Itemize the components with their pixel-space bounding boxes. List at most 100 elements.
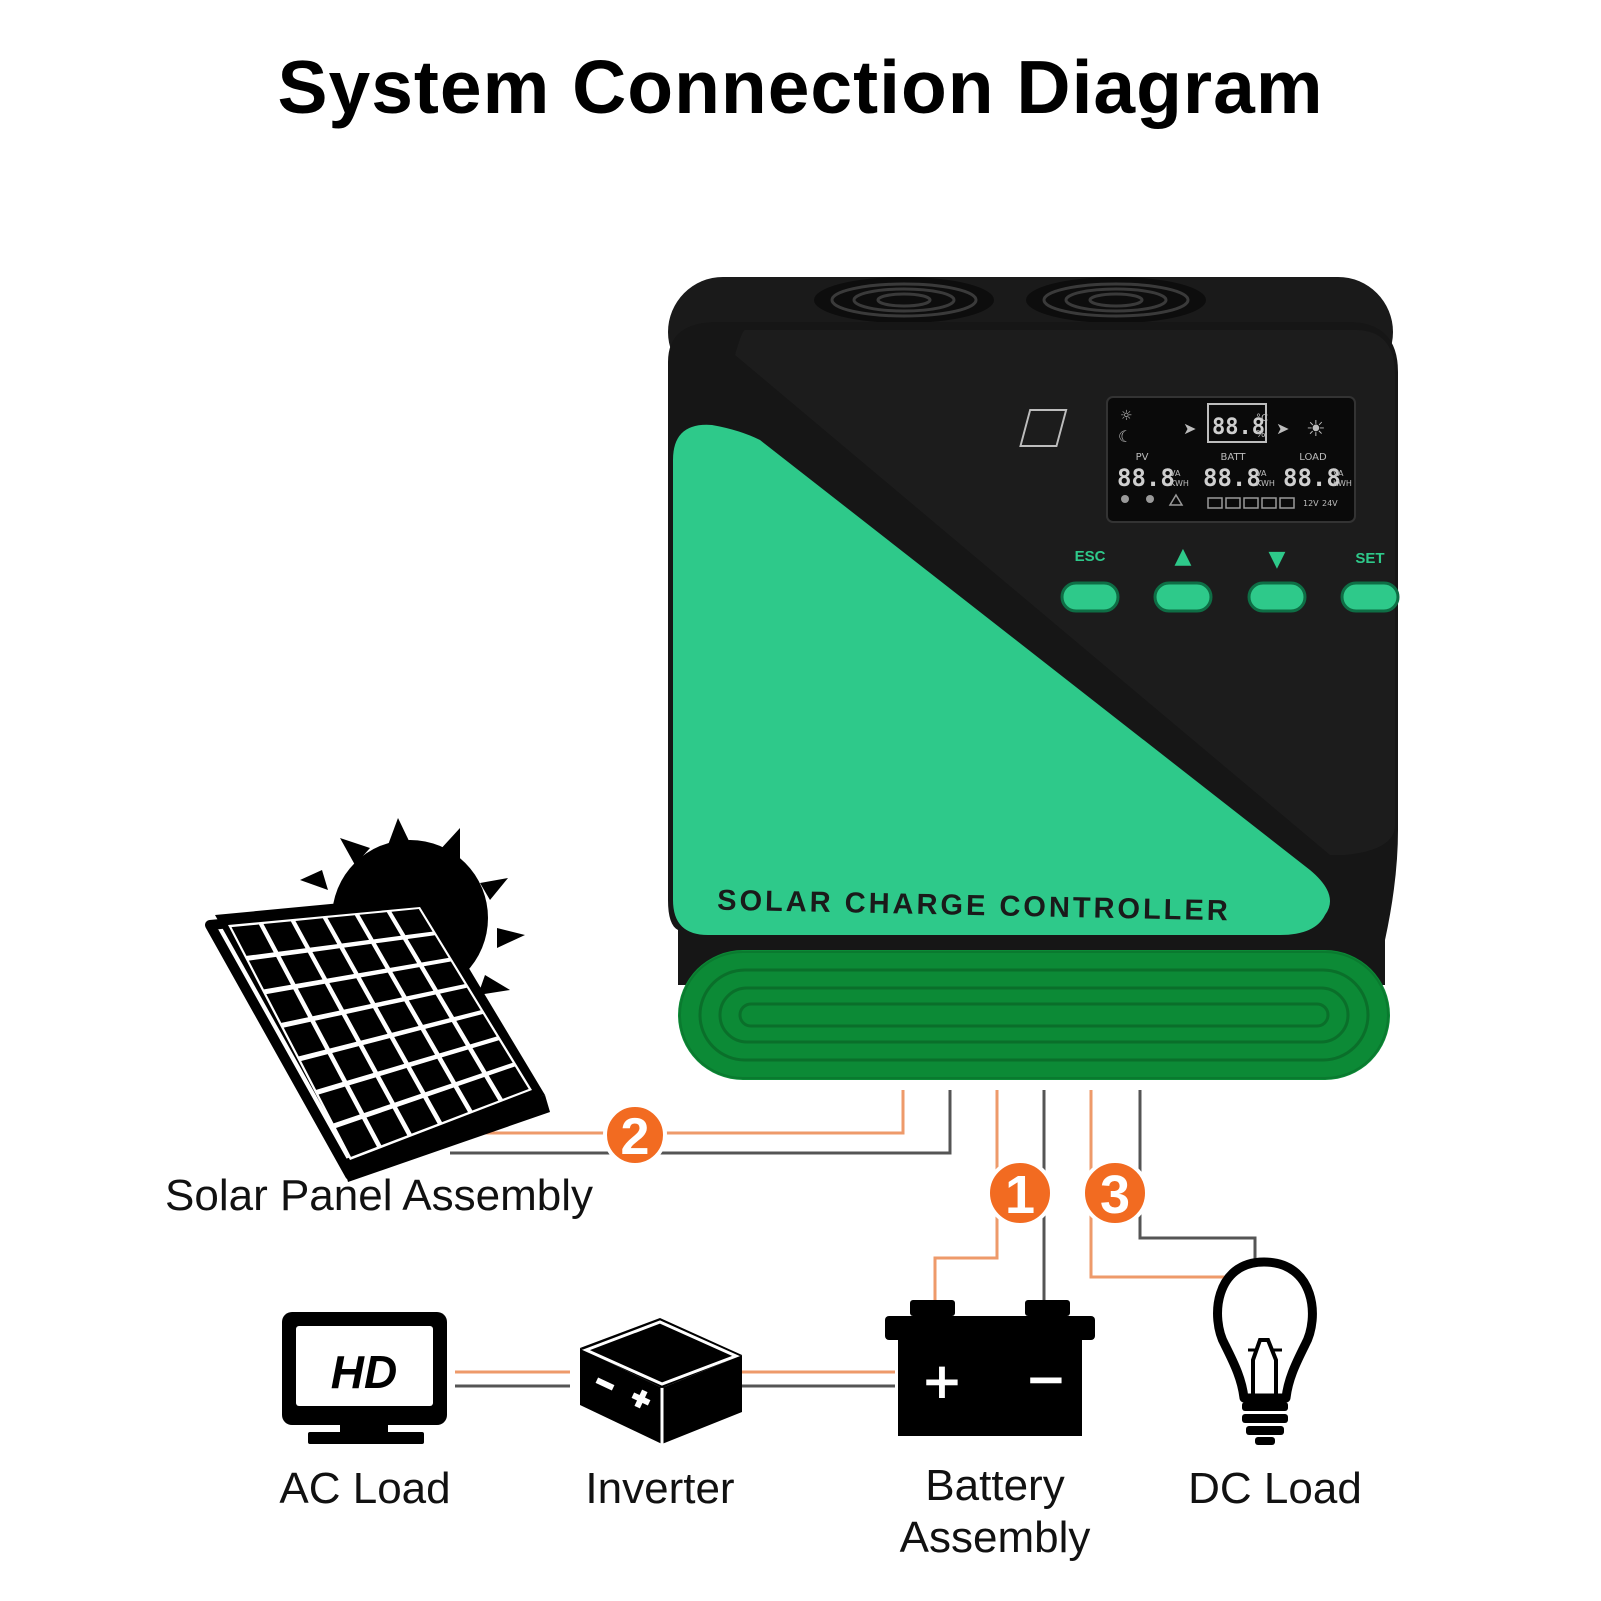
light-bulb-icon xyxy=(1213,1257,1317,1445)
solar-cell xyxy=(263,921,306,952)
lcd-unit-kwh: KWH xyxy=(1170,479,1189,488)
solar-cell xyxy=(366,1108,408,1146)
arrow-icon: ➤ xyxy=(1276,419,1289,438)
solar-cell xyxy=(375,939,418,968)
lcd-top-reading: 88.8 xyxy=(1212,415,1265,440)
lcd-unit-va: VA xyxy=(1333,469,1344,478)
lcd-battery-outline xyxy=(1207,403,1267,443)
diagram-title: System Connection Diagram xyxy=(277,45,1324,129)
solar-positive-wire xyxy=(450,1090,905,1135)
step-badge-3: 3 xyxy=(1081,1159,1149,1227)
load-positive-wire xyxy=(1089,1090,1237,1279)
inverter-icon xyxy=(580,1318,742,1444)
svg-text:1: 1 xyxy=(1005,1165,1035,1225)
solar-cell xyxy=(315,1014,357,1049)
solar-cell xyxy=(332,1046,374,1081)
solar-panel-label: Solar Panel Assembly xyxy=(165,1171,593,1220)
solar-cell xyxy=(377,1001,419,1033)
load-negative-wire xyxy=(1138,1090,1257,1265)
solar-cell xyxy=(408,994,450,1025)
solar-cell xyxy=(329,978,371,1010)
arrow-icon: ➤ xyxy=(1183,419,1196,438)
sun-icon: ☼ xyxy=(1120,408,1133,424)
solar-cell xyxy=(346,1008,388,1041)
lcd-unit-va: VA xyxy=(1256,469,1267,478)
solar-cell xyxy=(427,1087,468,1123)
lcd-unit-kwh: KWH xyxy=(1256,479,1275,488)
lcd-temp-unit: °C xyxy=(1256,413,1268,424)
solar-cell xyxy=(335,1119,377,1157)
step-badge-1: 1 xyxy=(986,1159,1054,1227)
bulb-icon: ☀ xyxy=(1306,417,1326,442)
set-button[interactable] xyxy=(1340,581,1400,613)
esc-button-label: ESC xyxy=(1075,548,1106,565)
solar-cell xyxy=(394,1030,436,1063)
solar-cell xyxy=(248,956,291,990)
battery-minus: − xyxy=(1025,1350,1067,1408)
solar-cell xyxy=(391,909,433,936)
cooling-fan-right xyxy=(1026,277,1206,323)
monitor-icon: HD xyxy=(282,1312,447,1444)
svg-text:2: 2 xyxy=(621,1108,650,1166)
solar-cell xyxy=(472,1040,513,1072)
down-button-label: ▼ xyxy=(1269,547,1286,572)
solar-cell xyxy=(363,1038,405,1072)
lcd-unit-kwh: KWH xyxy=(1333,479,1352,488)
set-button-label: SET xyxy=(1355,550,1384,567)
ac-load-label: AC Load xyxy=(279,1464,451,1513)
solar-cell xyxy=(359,912,401,940)
solar-cell xyxy=(456,1013,497,1045)
battery-icon: + − xyxy=(885,1300,1095,1436)
step-badge-2: 2 xyxy=(603,1103,667,1167)
solar-panel-icon xyxy=(205,818,550,1182)
dc-load-label: DC Load xyxy=(1188,1464,1362,1513)
solar-cell xyxy=(380,1068,421,1103)
battery-plus: + xyxy=(921,1352,963,1410)
wires xyxy=(450,1090,1257,1388)
solar-cell xyxy=(266,989,309,1023)
solar-cell xyxy=(318,1086,360,1124)
solar-cell xyxy=(488,1066,529,1099)
lcd-pv-label: PV xyxy=(1136,452,1149,463)
solar-cell xyxy=(297,983,340,1017)
svg-text:3: 3 xyxy=(1100,1165,1130,1225)
solar-cell xyxy=(344,943,386,974)
up-button[interactable] xyxy=(1153,581,1213,613)
solar-cell xyxy=(410,1058,452,1093)
solar-cells xyxy=(231,909,529,1157)
solar-cell xyxy=(423,961,465,990)
battery-label: Battery Assembly xyxy=(899,1461,1091,1562)
solar-cell xyxy=(283,1021,326,1057)
solar-cell xyxy=(301,1054,343,1090)
solar-cell xyxy=(231,924,274,956)
lcd-percent-unit: % xyxy=(1256,429,1266,440)
up-button-label: ▲ xyxy=(1175,544,1192,569)
down-button[interactable] xyxy=(1247,581,1307,613)
moon-icon: ☾ xyxy=(1118,427,1132,446)
solar-charge-controller: SOLAR CHARGE CONTROLLER ☼ ☾ ➤ 88.8 °C % … xyxy=(668,277,1400,1080)
lcd-24v-label: 24V xyxy=(1322,499,1338,508)
solar-cell xyxy=(407,935,449,963)
cooling-fan-left xyxy=(814,277,994,323)
lcd-12v-label: 12V xyxy=(1303,499,1319,508)
esc-button[interactable] xyxy=(1060,581,1120,613)
solar-cell xyxy=(397,1097,438,1134)
lcd-load-label: LOAD xyxy=(1299,452,1327,463)
solar-cell xyxy=(392,967,434,997)
lcd-panel-icon xyxy=(1019,409,1068,447)
solar-cell xyxy=(312,948,354,979)
solar-cell xyxy=(458,1076,499,1111)
lcd-batt-reading: 88.8 xyxy=(1203,464,1261,492)
lcd-pv-reading: 88.8 xyxy=(1117,464,1175,492)
hd-text: HD xyxy=(331,1346,397,1398)
lcd-batt-label: BATT xyxy=(1221,452,1247,463)
lcd-load-reading: 88.8 xyxy=(1283,464,1341,492)
solar-cell xyxy=(441,1049,483,1082)
solar-cell xyxy=(425,1022,466,1054)
solar-cell xyxy=(440,987,481,1018)
solar-cell xyxy=(360,972,403,1004)
inverter-label: Inverter xyxy=(585,1464,735,1513)
lcd-status-icons xyxy=(1121,493,1295,509)
lcd-display: ☼ ☾ ➤ 88.8 °C % ➤ ☀ PV BATT LOAD 88.8 88… xyxy=(1019,396,1356,523)
